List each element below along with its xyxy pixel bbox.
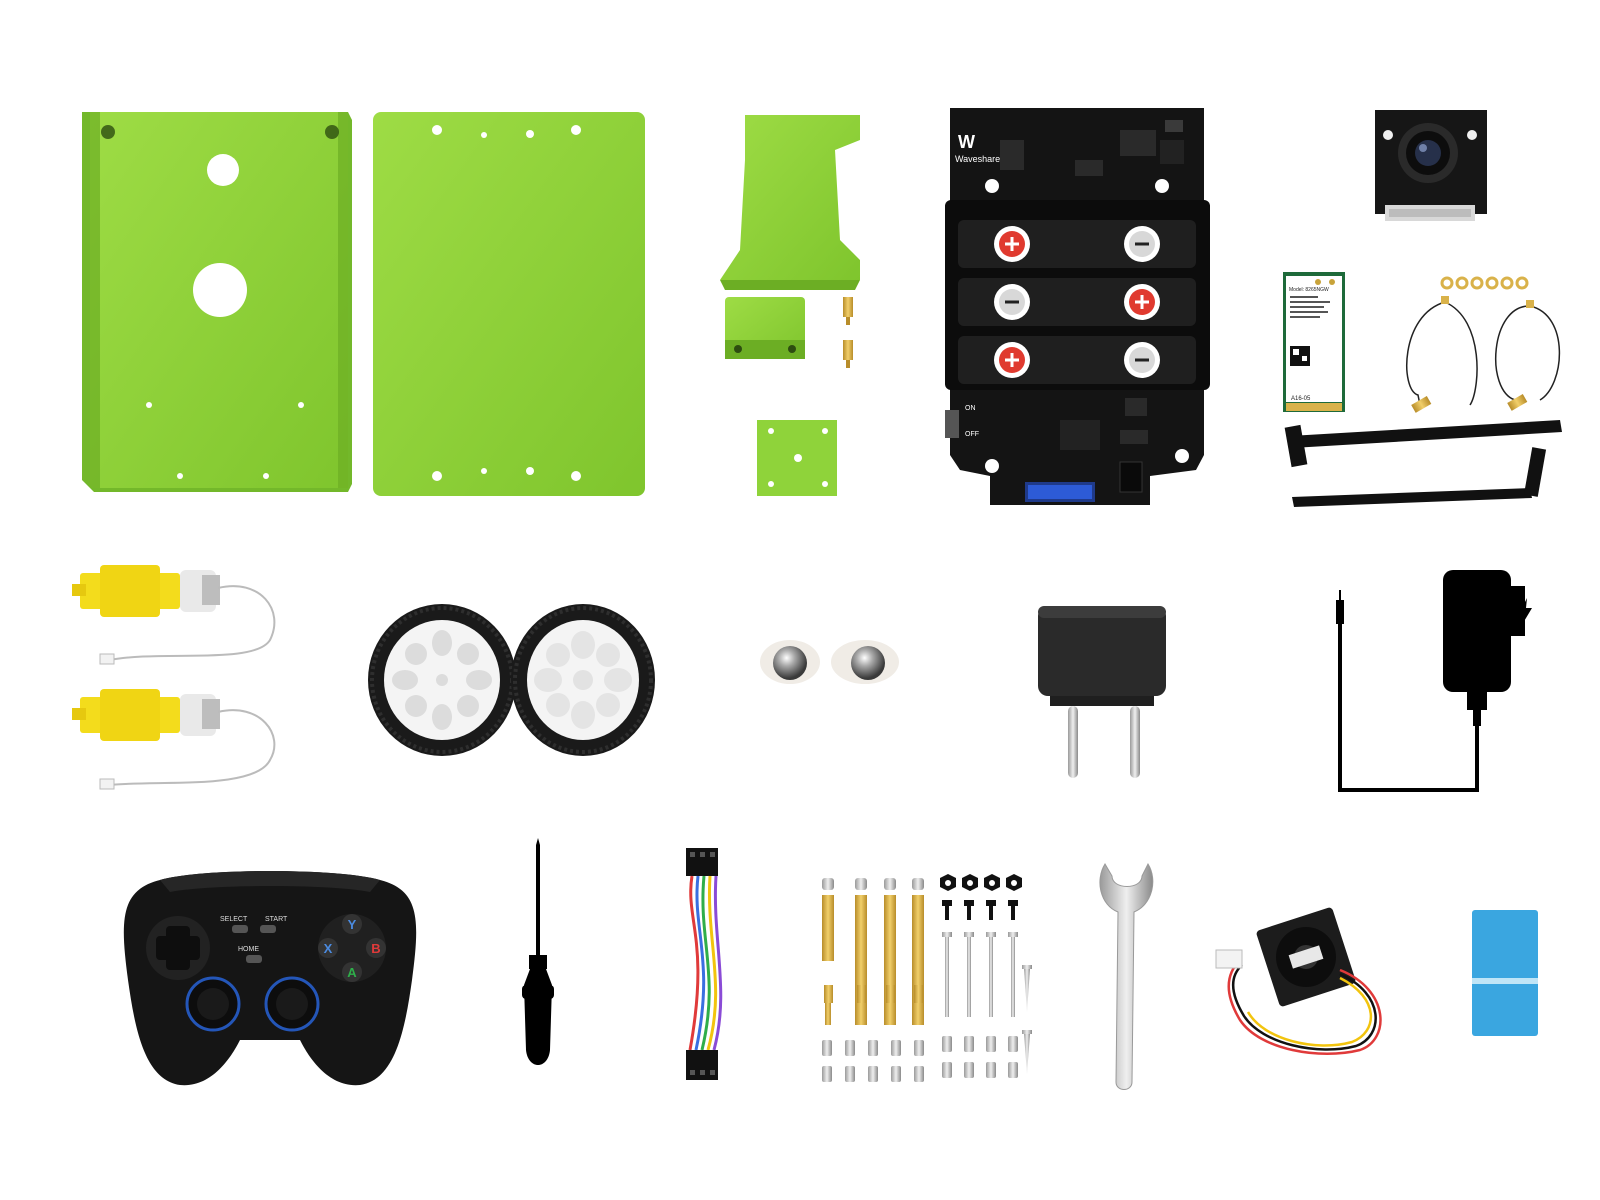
gold-washers bbox=[1440, 276, 1529, 290]
antenna-cables bbox=[1406, 301, 1561, 406]
wifi-card: Model: 8265NGW A16-05 bbox=[1283, 272, 1345, 412]
wifi-model-text: Model: 8265NGW bbox=[1289, 287, 1329, 293]
camera-module bbox=[1375, 110, 1487, 221]
wheel-left bbox=[368, 604, 516, 756]
gear-motor-2 bbox=[72, 689, 276, 790]
small-bracket bbox=[725, 297, 805, 359]
wrench bbox=[1099, 862, 1154, 1090]
gamepad-home-label: HOME bbox=[238, 946, 259, 953]
bolt-icon bbox=[1519, 598, 1532, 628]
expansion-board: Waveshare W bbox=[945, 108, 1210, 506]
antenna-sma bbox=[1507, 394, 1528, 411]
switch-on-label: ON bbox=[965, 405, 976, 412]
green-spacer-plate bbox=[757, 420, 837, 496]
nuts-and-screws bbox=[940, 874, 1032, 1074]
cooling-fan bbox=[1215, 907, 1382, 1055]
gamepad-button-y: Y bbox=[348, 917, 357, 932]
plus-icon bbox=[1124, 284, 1160, 320]
antenna-sma bbox=[1411, 396, 1432, 413]
brass-standoffs bbox=[822, 878, 924, 1025]
thermal-pad bbox=[1472, 910, 1538, 1036]
gamepad-select-label: SELECT bbox=[220, 916, 248, 923]
wifi-antenna-label: A16-05 bbox=[1291, 396, 1311, 402]
gamepad-start-label: START bbox=[265, 916, 288, 923]
gamepad-button-x: X bbox=[324, 941, 333, 956]
chassis-bottom-plate bbox=[82, 112, 352, 492]
board-logo-mark: W bbox=[958, 132, 975, 152]
gamepad-button-b: B bbox=[371, 941, 380, 956]
antenna-connector bbox=[1441, 296, 1449, 304]
board-brand-text: Waveshare bbox=[955, 154, 1000, 164]
switch-off-label: OFF bbox=[965, 431, 979, 438]
voltage-label: 12.6V bbox=[1168, 482, 1178, 506]
wifi-antennas bbox=[1284, 420, 1562, 507]
small-screws bbox=[822, 1036, 1018, 1082]
gamepad-button-a: A bbox=[347, 965, 357, 980]
screwdriver bbox=[522, 838, 554, 1065]
plus-icon bbox=[994, 226, 1030, 262]
antenna-connector bbox=[1526, 300, 1534, 308]
camera-bracket bbox=[720, 115, 860, 290]
plus-icon bbox=[994, 342, 1030, 378]
wheel-right bbox=[511, 604, 655, 756]
minus-icon bbox=[1124, 226, 1160, 262]
gear-motor-1 bbox=[72, 565, 276, 665]
plug-adapter bbox=[1038, 606, 1166, 778]
brass-standoff-pair bbox=[843, 297, 853, 368]
jumper-wire bbox=[686, 848, 723, 1080]
minus-icon bbox=[994, 284, 1030, 320]
minus-icon bbox=[1124, 342, 1160, 378]
caster-ball-1 bbox=[760, 640, 820, 684]
chassis-top-plate bbox=[373, 112, 645, 496]
caster-ball-2 bbox=[831, 640, 899, 684]
battery-holder bbox=[958, 220, 1196, 384]
gamepad-controller: Y X B A SELECT START HOME bbox=[123, 871, 417, 1086]
power-adapter bbox=[1336, 570, 1532, 792]
